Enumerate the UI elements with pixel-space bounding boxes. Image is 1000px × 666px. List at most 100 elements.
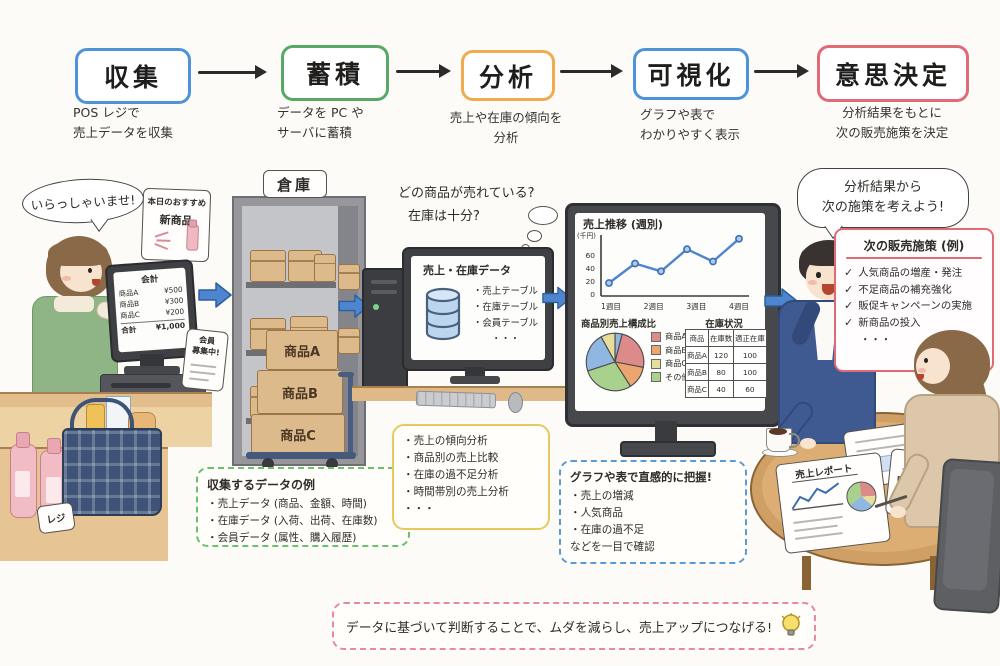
y-tick: 60 xyxy=(585,251,595,260)
cashier-bangs xyxy=(48,240,108,266)
chair-cushion xyxy=(942,468,995,592)
note-title: グラフや表で直感的に把握! xyxy=(570,470,712,484)
cashier-mouth xyxy=(92,279,100,286)
pos-stand xyxy=(140,354,164,367)
note-item: ・時間帯別の売上分析 xyxy=(403,486,509,498)
flow-step-analyze: 分析 xyxy=(461,50,555,101)
sparkle-icon xyxy=(154,231,169,238)
meeting-speech-bubble: 分析結果から 次の施策を考えよう! xyxy=(797,168,969,228)
x-tick: 4週目 xyxy=(728,302,749,311)
viz-note: グラフや表で直感的に把握! ・売上の増減 ・人気商品 ・在庫の過不足 などを一目… xyxy=(559,460,747,564)
sign-ruled-line xyxy=(189,370,216,376)
flow-step-visualize: 可視化 xyxy=(633,48,749,100)
note-item: ・在庫の過不足 xyxy=(570,524,645,536)
table-list: ・売上テーブル ・在庫テーブル ・会員テーブル ・・・ xyxy=(473,284,538,348)
cart-box-label: 商品C xyxy=(280,428,316,444)
cart-box-c: 商品C xyxy=(251,414,345,454)
plan-item-label: 人気商品の増産・発注 xyxy=(858,267,963,279)
cell: 商品B xyxy=(685,363,709,381)
scene-arrow-icon xyxy=(338,294,370,318)
x-axis-ticks: 1週目 2週目 3週目 4週目 xyxy=(601,301,749,312)
inventory-table-title: 在庫状況 xyxy=(705,319,743,330)
pos-total-label: 合計 xyxy=(120,325,137,336)
poster-line: 新商品 xyxy=(159,213,193,228)
sign-ruled-line xyxy=(188,377,209,382)
poster-todays-pick: 本日のおすすめ 新商品 xyxy=(140,187,212,263)
pie-chart-title: 商品別売上構成比 xyxy=(581,319,657,330)
doc-line xyxy=(793,524,838,532)
member-recruit-sign: 会員 募集中! xyxy=(180,327,230,393)
sparkle-icon xyxy=(154,242,169,251)
cart-box-b: 商品B xyxy=(257,370,343,414)
line-chart-title: 売上推移 (週別) xyxy=(583,218,663,231)
col-header: 在庫数 xyxy=(707,329,735,347)
shelf-board xyxy=(246,282,336,288)
cell: 商品C xyxy=(685,380,709,398)
table-leg xyxy=(802,556,811,590)
flow-step-desc: 売上や在庫の傾向を 分析 xyxy=(425,108,587,148)
doc-line xyxy=(793,515,843,524)
x-tick: 3週目 xyxy=(686,302,707,311)
table-list-item: ・・・ xyxy=(491,334,520,345)
flow-arrow-icon xyxy=(198,66,267,79)
dashboard-screen: 売上推移 (週別) (千円) 60 40 20 0 1週目 2週目 3週目 4週… xyxy=(575,213,767,411)
note-item: ・在庫の過不足分析 xyxy=(403,469,499,481)
speech-line: 分析結果から xyxy=(843,180,922,195)
flow-step-desc: POS レジで 売上データを収集 xyxy=(73,103,173,143)
pos-item-price: ¥500 xyxy=(163,284,183,296)
speech-line: 次の施策を考えよう! xyxy=(821,200,945,215)
note-item: ・在庫データ (入荷、出荷、在庫数) xyxy=(207,515,378,527)
cashier-speech-bubble: いらっしゃいませ! xyxy=(20,175,146,227)
pos-screen: 会計 商品A¥500 商品B¥300 商品C¥200 合計¥1,000 xyxy=(113,267,191,353)
man-blush xyxy=(808,280,817,285)
shopping-basket xyxy=(62,428,162,516)
desc-line: サーバに蓄積 xyxy=(277,125,352,140)
note-footer: などを一目で確認 xyxy=(570,541,655,553)
coffee-surface xyxy=(769,428,787,435)
doc-line xyxy=(794,532,843,540)
plan-item-row: 不足商品の補充強化 xyxy=(844,282,984,299)
pc-tower xyxy=(362,268,408,392)
flow-step-label: 収集 xyxy=(103,63,162,92)
desc-line: POS レジで xyxy=(73,105,140,120)
greeting-text: いらっしゃいませ! xyxy=(30,191,136,213)
bottle-icon xyxy=(186,224,200,251)
woman-blush xyxy=(918,368,926,373)
flow-step-label: 可視化 xyxy=(647,61,735,90)
pos-total-row: 合計 ¥1,000 xyxy=(120,318,186,337)
title-underline xyxy=(846,257,982,259)
bottle-label xyxy=(46,477,61,503)
thought-line: どの商品が売れている? xyxy=(398,186,535,201)
pos-total-value: ¥1,000 xyxy=(155,320,186,332)
desc-line: 分析 xyxy=(493,130,519,145)
man-hand-on-table xyxy=(800,438,816,449)
cell: 40 xyxy=(707,380,735,398)
legend-label: その他 xyxy=(665,371,690,382)
legend-label: 商品B xyxy=(665,344,687,355)
cell: 80 xyxy=(707,363,735,381)
note-item: ・商品別の売上比較 xyxy=(403,452,499,464)
table-row: 商品A 120 100 xyxy=(685,346,767,364)
sparkle-icon xyxy=(156,239,171,242)
desc-line: わかりやすく表示 xyxy=(640,127,741,142)
note-item: ・・・ xyxy=(403,503,435,515)
scene-arrow-icon xyxy=(542,286,572,310)
cart-box-a: 商品A xyxy=(266,330,338,370)
col-header: 適正在庫 xyxy=(733,329,767,347)
analysis-note: ・売上の傾向分析 ・商品別の売上比較 ・在庫の過不足分析 ・時間帯別の売上分析 … xyxy=(392,424,550,530)
chair-back xyxy=(932,457,1000,615)
power-led xyxy=(373,304,379,310)
bottle-cap-icon xyxy=(188,219,198,228)
inventory-table: 商品 在庫数 適正在庫 商品A 120 100 商品B 80 100 商品C 4… xyxy=(685,329,767,398)
table-row: 商品C 40 60 xyxy=(685,380,767,398)
cart-box-label: 商品A xyxy=(283,344,321,360)
check-icon xyxy=(844,315,853,332)
sales-report-doc: 売上レポート xyxy=(774,451,892,555)
plan-item-label: 販促キャンペーンの実施 xyxy=(858,300,972,312)
plan-card-title: 次の販売施策 (例) xyxy=(863,239,965,253)
cup-handle xyxy=(789,433,800,448)
plan-item-label: 不足商品の補充強化 xyxy=(858,283,952,296)
note-title: 収集するデータの例 xyxy=(207,478,316,492)
desc-line: 分析結果をもとに xyxy=(842,105,942,120)
flow-step-desc: 分析結果をもとに 次の販売施策を決定 xyxy=(808,103,976,143)
